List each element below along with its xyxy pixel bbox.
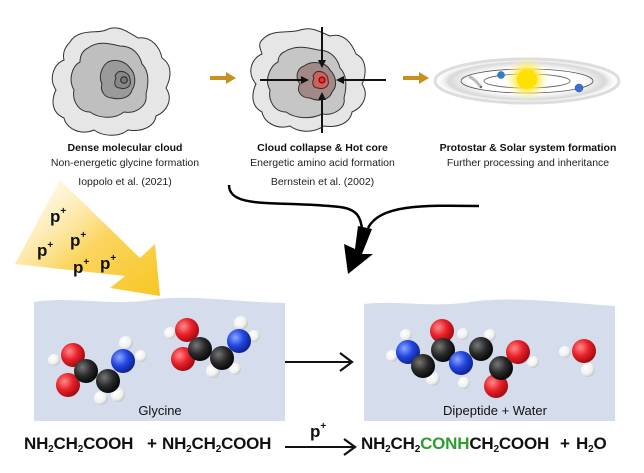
formula-part: CH bbox=[53, 434, 78, 453]
glycine-panel bbox=[34, 297, 285, 421]
formula-part: H bbox=[576, 434, 589, 453]
formula-part: COOH bbox=[221, 434, 272, 453]
proton-symbol: p bbox=[310, 422, 321, 441]
formula-subscript: 2 bbox=[385, 444, 391, 455]
dipeptide-molecule bbox=[386, 319, 539, 398]
peptide-bond-highlight: CONH bbox=[420, 434, 470, 453]
dipeptide-panel bbox=[364, 299, 615, 421]
formula-subscript: 2 bbox=[186, 444, 192, 455]
formula-subscript: 2 bbox=[77, 444, 84, 455]
dipeptide-water-label: Dipeptide + Water bbox=[443, 403, 547, 418]
product-water: H2O bbox=[576, 434, 607, 455]
formula-part: NH bbox=[162, 434, 187, 453]
formula-part: COOH bbox=[83, 434, 134, 453]
reactant-2: NH2CH2COOH bbox=[162, 434, 271, 455]
stage-1-title: Dense molecular cloud bbox=[67, 142, 183, 154]
proton-label: p+ bbox=[50, 206, 66, 227]
glycine-molecule-2 bbox=[164, 316, 260, 378]
proton-symbol: p bbox=[50, 207, 61, 226]
stage-2-title: Cloud collapse & Hot core bbox=[257, 142, 388, 154]
stage-3-caption: Protostar & Solar system formation Furth… bbox=[428, 141, 628, 171]
proton-symbol: p bbox=[100, 254, 111, 273]
plus-sign-2: + bbox=[560, 434, 570, 453]
proton-symbol: p bbox=[73, 258, 84, 277]
proton-charge: + bbox=[47, 240, 54, 251]
stage-1-caption: Dense molecular cloud Non-energetic glyc… bbox=[30, 141, 220, 190]
stage-1-reference: Ioppolo et al. (2021) bbox=[78, 176, 172, 188]
stage-2-subtitle: Energetic amino acid formation bbox=[250, 157, 395, 169]
proton-symbol: p bbox=[70, 231, 81, 250]
stage-2-reference: Bernstein et al. (2002) bbox=[270, 176, 375, 188]
glycine-label: Glycine bbox=[138, 403, 182, 418]
flow-arrow-1 bbox=[210, 72, 236, 84]
proton-charge: + bbox=[80, 230, 87, 241]
proton-charge: + bbox=[83, 257, 90, 268]
proton-beam-arrow bbox=[15, 180, 160, 296]
formula-part: O bbox=[593, 434, 607, 453]
glycine-molecule-1 bbox=[48, 336, 147, 405]
formula-part: CH bbox=[469, 434, 494, 453]
formula-part: NH bbox=[361, 434, 386, 453]
product-dipeptide: NH2CH2CONHCH2COOH bbox=[361, 434, 549, 455]
proton-label: p+ bbox=[37, 240, 53, 261]
proton-label: p+ bbox=[73, 257, 89, 278]
formula-subscript: 2 bbox=[588, 444, 594, 455]
collapsing-cloud-icon bbox=[250, 27, 386, 133]
formula-subscript: 2 bbox=[493, 444, 499, 455]
proton-charge: + bbox=[60, 206, 67, 217]
equation-arrow bbox=[285, 438, 357, 456]
formula-part: CH bbox=[390, 434, 415, 453]
proton-symbol: p bbox=[37, 241, 48, 260]
formula-part: COOH bbox=[498, 434, 550, 453]
proton-label: p+ bbox=[70, 230, 86, 251]
plus-sign: + bbox=[147, 434, 157, 453]
formula-part: NH bbox=[24, 434, 49, 453]
formula-subscript: 2 bbox=[414, 444, 421, 455]
solar-system-icon bbox=[433, 57, 621, 105]
stage-3-title: Protostar & Solar system formation bbox=[439, 142, 617, 154]
stage-2-caption: Cloud collapse & Hot core Energetic amin… bbox=[225, 141, 420, 190]
reactant-1: NH2CH2COOH bbox=[24, 434, 133, 455]
stage-3-subtitle: Further processing and inheritance bbox=[446, 157, 610, 169]
reaction-arrow-panels bbox=[285, 352, 354, 372]
flow-arrow-2 bbox=[403, 72, 429, 84]
water-molecule bbox=[559, 339, 596, 377]
formula-part: CH bbox=[191, 434, 216, 453]
converging-arrow bbox=[227, 184, 480, 274]
formula-subscript: 2 bbox=[48, 444, 54, 455]
proton-label: p+ bbox=[100, 253, 116, 274]
formula-subscript: 2 bbox=[215, 444, 222, 455]
stage-1-subtitle: Non-energetic glycine formation bbox=[50, 157, 200, 169]
dense-cloud-icon bbox=[51, 27, 171, 136]
proton-charge: + bbox=[110, 253, 117, 264]
arrow-proton-label: p+ bbox=[310, 421, 326, 442]
proton-charge: + bbox=[320, 421, 327, 432]
